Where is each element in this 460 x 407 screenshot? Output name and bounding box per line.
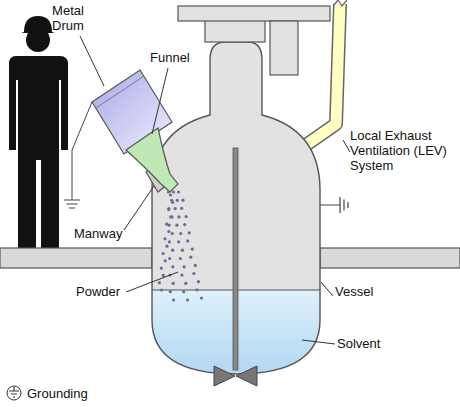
vessel-outline xyxy=(152,42,320,374)
part-label: Metal Drum xyxy=(44,3,92,33)
motor xyxy=(270,21,298,75)
powder-dot xyxy=(181,249,184,252)
powder-dot xyxy=(167,208,170,211)
powder-dot xyxy=(179,232,182,235)
powder-dot xyxy=(162,274,165,277)
ground-symbol xyxy=(64,200,80,208)
powder-dot xyxy=(192,272,195,275)
part-label: Funnel xyxy=(150,50,190,65)
powder-dot xyxy=(165,223,168,226)
powder-dot xyxy=(184,282,187,285)
powder-dot xyxy=(179,257,182,260)
powder-dot xyxy=(164,259,167,262)
powder-dot xyxy=(171,265,174,268)
powder-dot xyxy=(177,215,180,218)
powder-dot xyxy=(167,190,170,193)
powder-dot xyxy=(158,281,161,284)
powder-stream xyxy=(158,190,203,301)
powder-dot xyxy=(177,190,180,193)
powder-dot xyxy=(191,248,194,251)
legend-row: Grounding xyxy=(6,385,88,401)
funnel xyxy=(126,128,178,192)
powder-dot xyxy=(169,290,172,293)
part-label: Local Exhaust Ventilation (LEV) System xyxy=(350,128,456,173)
leader-lines xyxy=(80,36,350,344)
part-label: Vessel xyxy=(335,284,373,299)
powder-dot xyxy=(177,240,180,243)
powder-dot xyxy=(167,207,170,210)
powder-dot xyxy=(171,249,174,252)
worker-silhouette xyxy=(9,16,68,248)
drive-housing xyxy=(205,20,265,42)
powder-dot xyxy=(160,288,163,291)
powder-dot xyxy=(186,298,189,301)
powder-dot xyxy=(180,207,183,210)
lev-duct xyxy=(296,4,340,152)
powder-dot xyxy=(172,298,175,301)
powder-dot xyxy=(163,237,166,240)
floor xyxy=(0,248,152,268)
ground-wire xyxy=(72,102,92,200)
powder-dot xyxy=(188,231,191,234)
powder-dot xyxy=(183,265,186,268)
powder-dot xyxy=(169,215,172,218)
ground-symbol xyxy=(340,197,348,213)
powder-dot xyxy=(169,193,172,196)
agitator-shaft xyxy=(233,148,238,370)
ground-wire xyxy=(320,205,340,206)
powder-dot xyxy=(195,288,198,291)
floor xyxy=(320,248,460,268)
powder-dot xyxy=(180,274,183,277)
powder-dot xyxy=(186,239,189,242)
lev-duct xyxy=(296,4,340,152)
powder-dot xyxy=(171,201,174,204)
powder-dot xyxy=(174,207,177,210)
powder-dot xyxy=(171,232,174,235)
powder-dot xyxy=(165,245,168,248)
powder-dot xyxy=(167,230,170,233)
powder-dot xyxy=(172,190,175,193)
powder-dot xyxy=(175,224,178,227)
powder-dot xyxy=(200,296,203,299)
legend-text: Grounding xyxy=(27,386,88,401)
powder-dot xyxy=(162,252,165,255)
powder-dot xyxy=(182,290,185,293)
powder-dot xyxy=(183,223,186,226)
ground-legend-symbol xyxy=(6,385,22,401)
powder-dot xyxy=(189,256,192,259)
powder-dot xyxy=(176,199,179,202)
powder-dot xyxy=(172,282,175,285)
powder-dot xyxy=(168,240,171,243)
part-label: Solvent xyxy=(337,336,380,351)
powder-dot xyxy=(197,280,200,283)
powder-dot xyxy=(160,267,163,270)
drive-plate xyxy=(178,6,330,21)
part-label: Manway xyxy=(74,226,122,241)
powder-dot xyxy=(181,199,184,202)
solvent-fill xyxy=(140,290,340,390)
break-mark xyxy=(333,0,347,6)
drum-rim xyxy=(96,76,144,108)
powder-dot xyxy=(185,215,188,218)
part-label: Powder xyxy=(76,284,120,299)
powder-dot xyxy=(194,264,197,267)
impeller xyxy=(214,366,257,386)
powder-dot xyxy=(168,257,171,260)
